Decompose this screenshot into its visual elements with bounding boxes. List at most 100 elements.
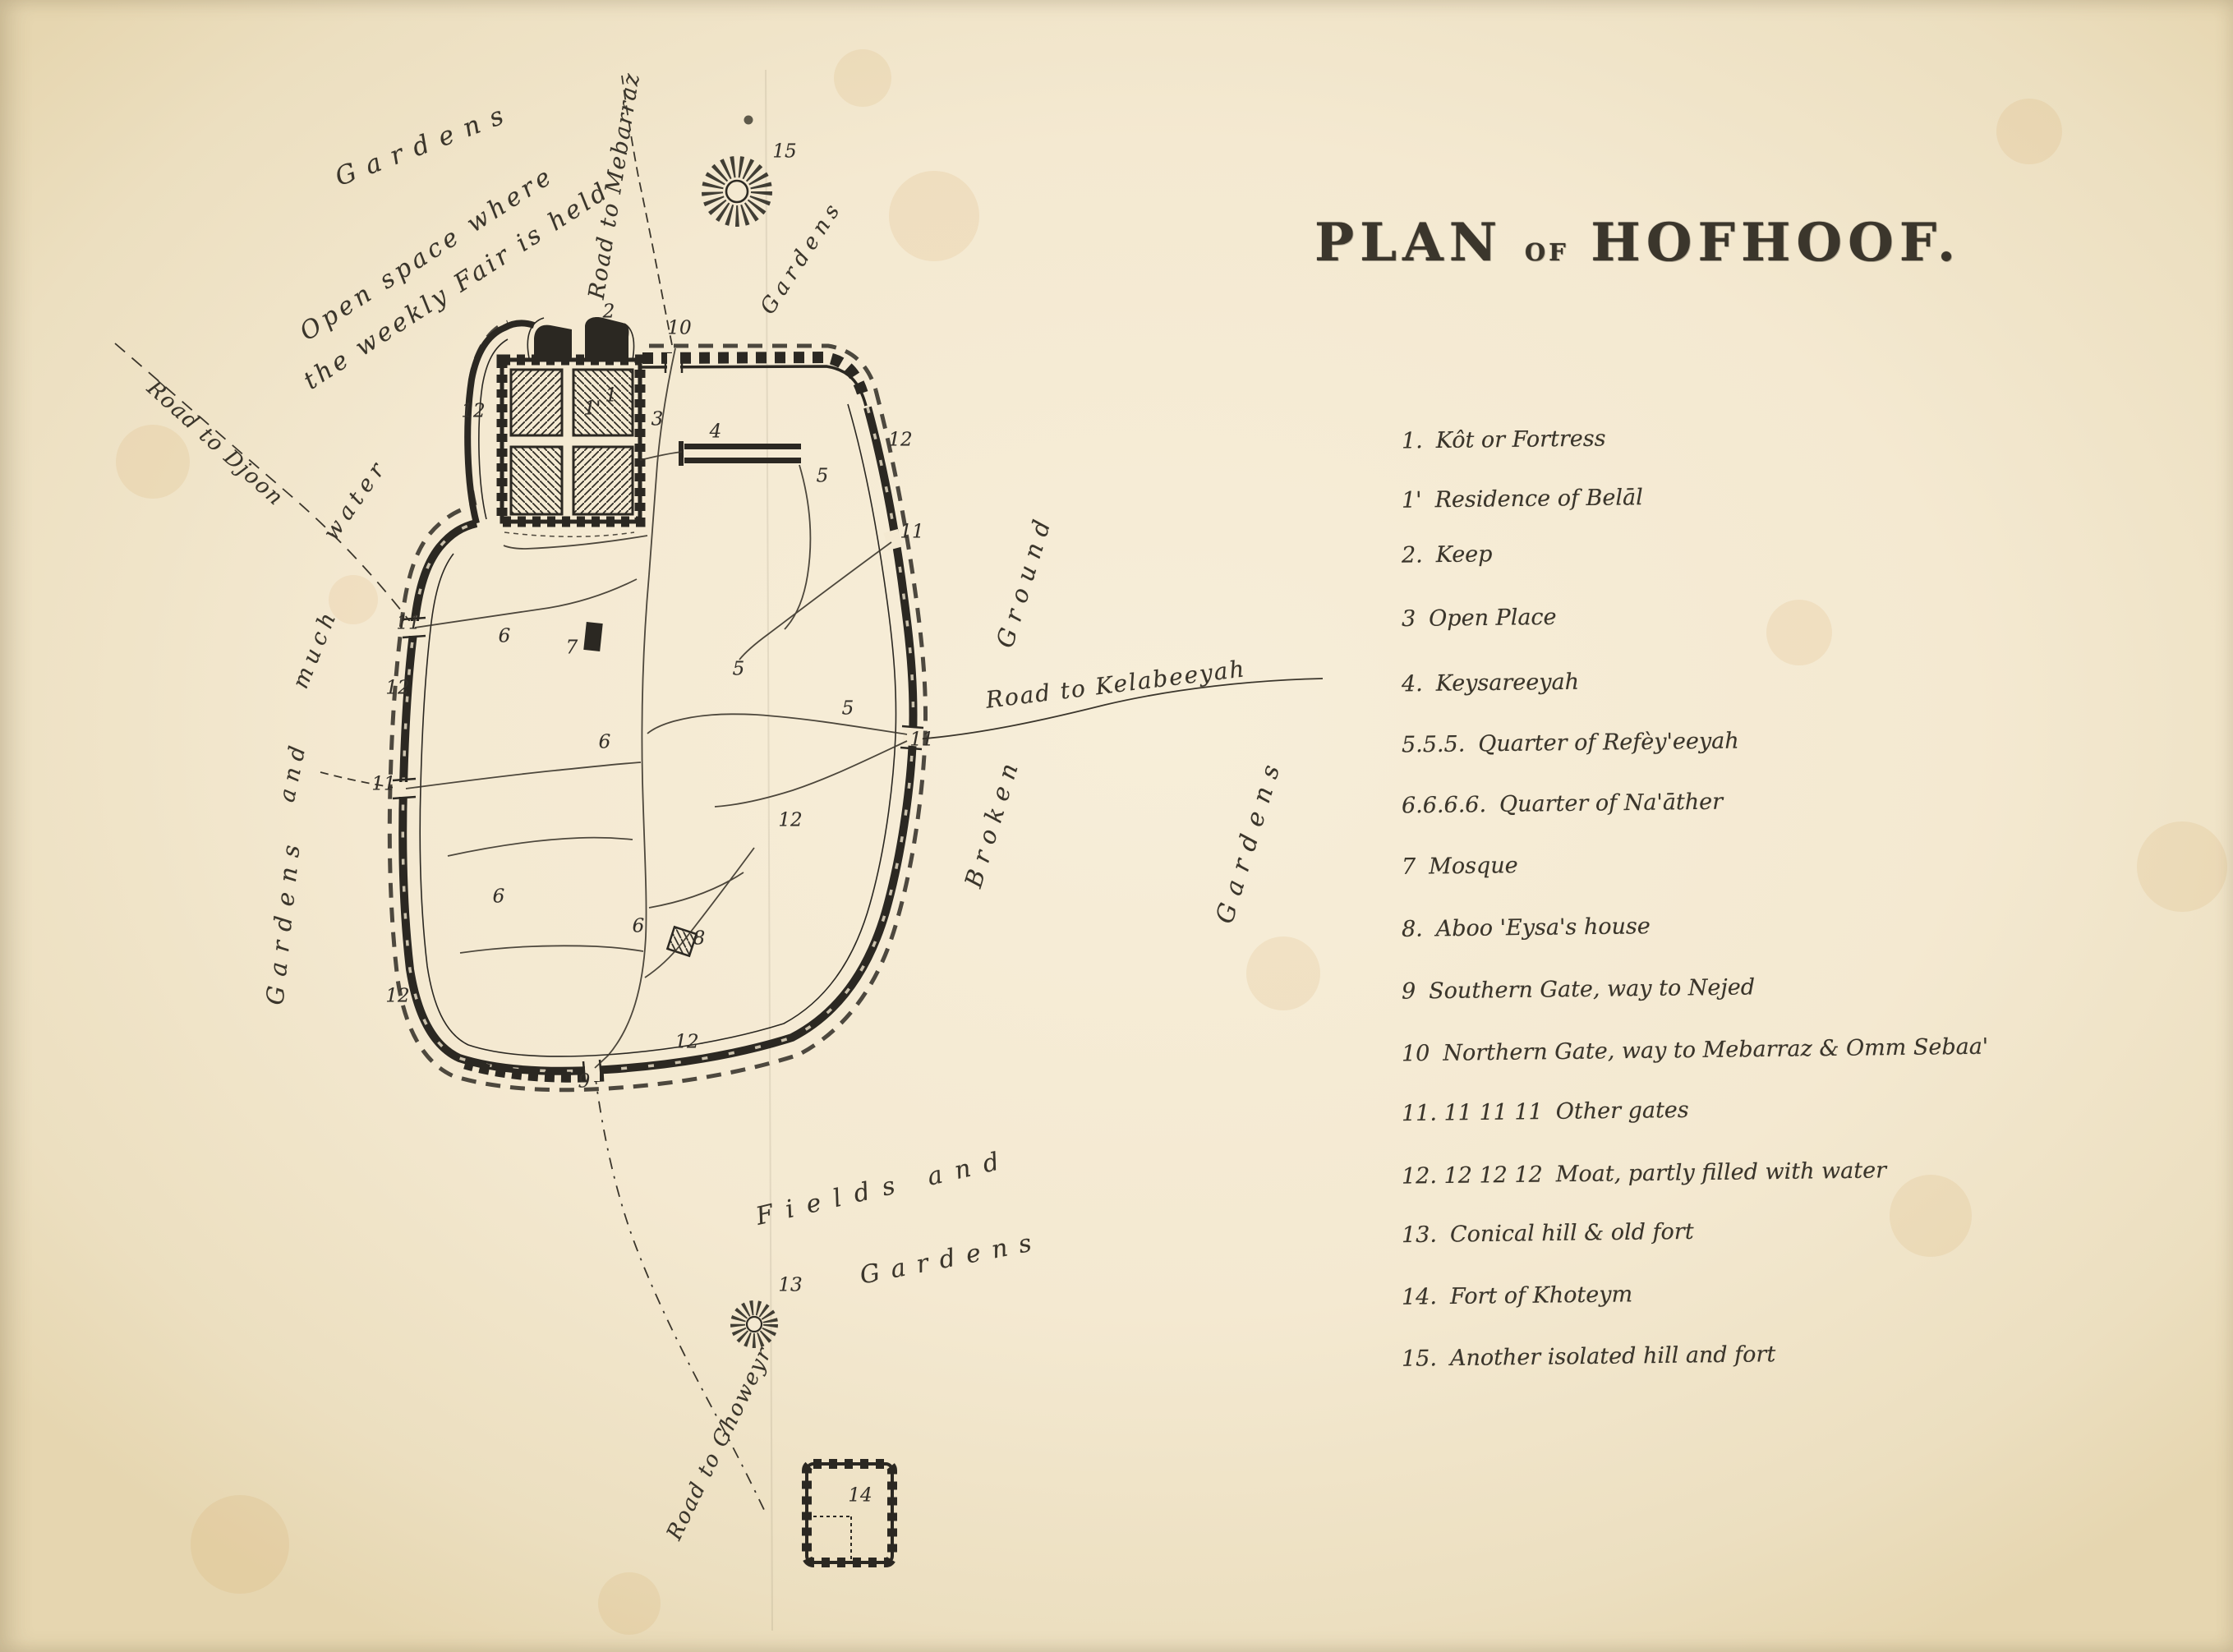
map-marker-15: 15: [772, 140, 797, 163]
paper-fold-line: [765, 69, 773, 1631]
map-marker-14: 14: [848, 1484, 872, 1507]
road-djoon-line: [114, 343, 412, 624]
legend-item-8: 8. Aboo 'Eysa's house: [1402, 913, 1651, 942]
legend-item-label: Keep: [1435, 541, 1493, 568]
legend-item-5: 5.5.5. Quarter of Refèy'eeyah: [1402, 728, 1739, 757]
hill-15: [702, 156, 772, 227]
legend-item-6: 6.6.6.6. Quarter of Na'āther: [1402, 789, 1723, 819]
legend-item-number: 5.5.5.: [1401, 731, 1466, 758]
rampart-band: [398, 406, 918, 1075]
city-wall: [398, 320, 918, 1083]
map-marker-1: 1: [605, 384, 618, 407]
road-kelabeeyah-line: [915, 678, 1324, 740]
map-marker-7: 7: [565, 637, 578, 659]
fort-quadrant-se: [572, 445, 634, 516]
wall-inner-line: [419, 403, 897, 1057]
legend-item-number: 9: [1401, 978, 1416, 1005]
legend-item-number: 2.: [1401, 542, 1423, 568]
legend-item-11: 11. 11 11 11 Other gates: [1402, 1097, 1689, 1126]
streets-inside: [405, 347, 908, 1069]
map-marker-5: 5: [816, 465, 829, 487]
gates: [392, 353, 924, 1082]
map-marker-6: 6: [632, 915, 645, 937]
age-spots: [116, 49, 2227, 1635]
map-marker-6: 6: [492, 886, 505, 908]
mosque: [583, 622, 603, 651]
map-marker-3: 3: [651, 408, 664, 430]
map-marker-6: 6: [498, 625, 511, 647]
legend-item-label: Aboo 'Eysa's house: [1435, 913, 1651, 942]
road-ghoweyr-line: [594, 1072, 767, 1514]
map-marker-5: 5: [732, 658, 745, 680]
legend-item-label: Southern Gate, way to Nejed: [1429, 974, 1756, 1005]
north-wall-teeth: [642, 351, 870, 401]
legend-item-label: Residence of Belāl: [1434, 485, 1643, 513]
map-marker-12: 12: [385, 985, 410, 1007]
fort-quadrant-sw: [509, 445, 564, 516]
legend-item-1p: 1' Residence of Belāl: [1402, 485, 1643, 513]
title-word: of: [1524, 228, 1569, 269]
map-marker-6: 6: [598, 731, 611, 753]
legend-item-number: 1.: [1401, 428, 1423, 454]
ink-blot: [744, 115, 753, 125]
fort-quadrant-ne: [572, 368, 634, 437]
map-marker-11: 11: [371, 773, 396, 795]
map-marker-11: 11: [909, 729, 934, 751]
legend-item-number: 1': [1401, 487, 1422, 513]
legend-item-label: Open Place: [1429, 604, 1557, 632]
map-marker-5: 5: [841, 697, 854, 720]
fortress: [496, 317, 646, 527]
legend-item-label: Keysareeyah: [1435, 669, 1580, 697]
legend-item-number: 4.: [1401, 671, 1423, 697]
map-marker-12: 12: [675, 1031, 699, 1053]
legend-item-label: Kôt or Fortress: [1435, 426, 1606, 454]
legend-item-number: 6.6.6.6.: [1401, 792, 1487, 819]
legend-item-number: 13.: [1401, 1222, 1438, 1249]
legend-item-label: Another isolated hill and fort: [1449, 1341, 1776, 1372]
legend-item-13: 13. Conical hill & old fort: [1402, 1219, 1694, 1248]
map-marker-1': 1': [583, 398, 601, 420]
keep: [534, 317, 629, 361]
legend-item-label: Conical hill & old fort: [1449, 1218, 1694, 1248]
map-marker-11: 11: [396, 612, 421, 634]
map-marker-9: 9: [578, 1070, 591, 1093]
fort-moat-band: [464, 320, 536, 524]
title-word: HOFHOOF.: [1591, 212, 1962, 274]
page-title: PLAN of HOFHOOF.: [1314, 212, 1955, 274]
legend-item-label: Other gates: [1555, 1097, 1689, 1125]
legend-item-number: 10: [1401, 1040, 1430, 1067]
legend-item-9: 9 Southern Gate, way to Nejed: [1402, 974, 1755, 1004]
keysareeyah: [679, 441, 801, 466]
map-marker-12: 12: [778, 809, 803, 831]
legend-item-2: 2. Keep: [1402, 541, 1493, 568]
legend-item-number: 11. 11 11 11: [1401, 1099, 1543, 1127]
legend-item-label: Moat, partly filled with water: [1555, 1157, 1887, 1188]
legend-item-number: 8.: [1401, 916, 1423, 942]
fort-quadrant-nw: [509, 368, 564, 437]
map-marker-12: 12: [385, 677, 410, 699]
legend-item-14: 14. Fort of Khoteym: [1402, 1282, 1632, 1309]
map-marker-13: 13: [778, 1274, 803, 1296]
fort-14: [802, 1459, 897, 1567]
legend-item-4: 4. Keysareeyah: [1402, 670, 1579, 697]
legend-item-number: 7: [1401, 854, 1416, 880]
legend-item-label: Quarter of Refèy'eeyah: [1478, 728, 1739, 757]
legend-item-number: 14.: [1401, 1284, 1438, 1310]
legend-item-7: 7 Mosque: [1402, 853, 1518, 880]
map-marker-12: 12: [461, 400, 486, 422]
legend-item-number: 3: [1401, 605, 1416, 633]
map-marker-12: 12: [888, 429, 913, 451]
legend-item-1: 1. Kôt or Fortress: [1402, 426, 1606, 453]
title-word: PLAN: [1314, 212, 1503, 274]
legend-item-label: Fort of Khoteym: [1449, 1282, 1633, 1309]
legend-item-number: 15.: [1401, 1346, 1438, 1372]
legend-item-label: Mosque: [1429, 853, 1518, 880]
legend-item-number: 12. 12 12 12: [1401, 1162, 1543, 1190]
legend-item-label: Quarter of Na'āther: [1499, 789, 1724, 817]
map-marker-10: 10: [667, 317, 692, 339]
road-mebarraz-line: [621, 75, 673, 346]
map-marker-8: 8: [693, 927, 706, 950]
map-marker-4: 4: [709, 421, 722, 443]
